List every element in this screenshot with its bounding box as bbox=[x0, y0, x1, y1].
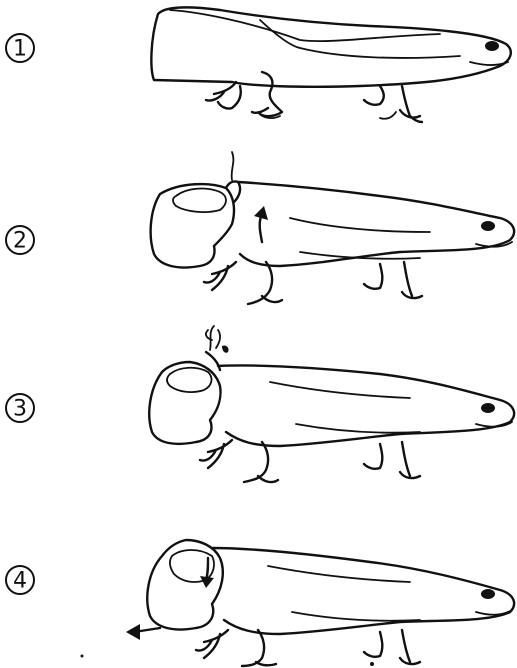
newt-drawing bbox=[81, 540, 515, 666]
panel-3: 3 bbox=[6, 326, 514, 482]
panel-number: 1 bbox=[13, 37, 27, 62]
newt-drawing bbox=[151, 7, 510, 122]
panel-number: 4 bbox=[13, 569, 27, 594]
panel-1: 1 bbox=[6, 7, 511, 122]
panel-4: 4 bbox=[6, 540, 514, 666]
newt-drawing bbox=[151, 152, 514, 304]
newt-drawing bbox=[149, 326, 514, 482]
panel-2: 2 bbox=[6, 152, 514, 304]
panel-number: 2 bbox=[13, 229, 27, 254]
panel-number: 3 bbox=[13, 397, 27, 422]
